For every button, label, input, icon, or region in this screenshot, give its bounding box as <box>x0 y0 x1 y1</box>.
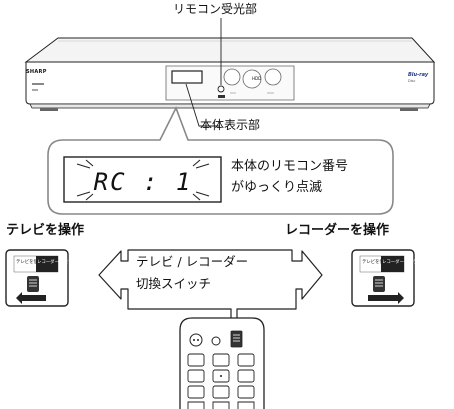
switch-icon-recorder: テレビを使う レコーダーを使う <box>351 249 417 307</box>
svg-text:テレビを使う: テレビを使う <box>16 258 42 265</box>
recorder-device <box>24 37 436 111</box>
hdd-button-label: HDD <box>252 76 262 81</box>
bluray-logo: Blu-ray <box>408 72 429 78</box>
device-button-left <box>223 68 241 86</box>
device-button-hdd <box>242 69 262 89</box>
switch-icon-tv: テレビを使う レコーダーを使う <box>5 249 72 307</box>
switch-label-line1: テレビ / レコーダー <box>136 254 249 269</box>
display-leader-line <box>185 83 220 127</box>
svg-text:レコーダーを使う: レコーダーを使う <box>37 258 72 265</box>
remote-switch <box>230 330 243 348</box>
svg-text:レコーダーを使う: レコーダーを使う <box>382 258 417 265</box>
main-display-label: 本体表示部 <box>200 118 261 132</box>
ir-receiver <box>217 85 225 93</box>
blink-marks <box>76 159 210 201</box>
remote-control <box>179 317 265 409</box>
switch-label-arrow <box>98 249 323 332</box>
tv-mode-heading: テレビを操作 <box>6 223 85 238</box>
device-button-right <box>264 68 282 86</box>
recorder-mode-heading: レコーダーを操作 <box>285 223 390 238</box>
display-description-line1: 本体のリモコン番号 <box>231 159 349 174</box>
switch-label-line2: 切換スイッチ <box>136 276 212 291</box>
bluray-logo-sub: Disc <box>408 79 416 83</box>
svg-text:テレビを使う: テレビを使う <box>362 258 388 265</box>
remote-receiver-label: リモコン受光部 <box>173 2 258 16</box>
brand-logo: SHARP <box>26 69 47 75</box>
display-description-line2: がゆっくり点滅 <box>231 180 323 195</box>
device-display-window <box>171 70 203 84</box>
segment-display-code: RC : 1 <box>94 168 193 196</box>
